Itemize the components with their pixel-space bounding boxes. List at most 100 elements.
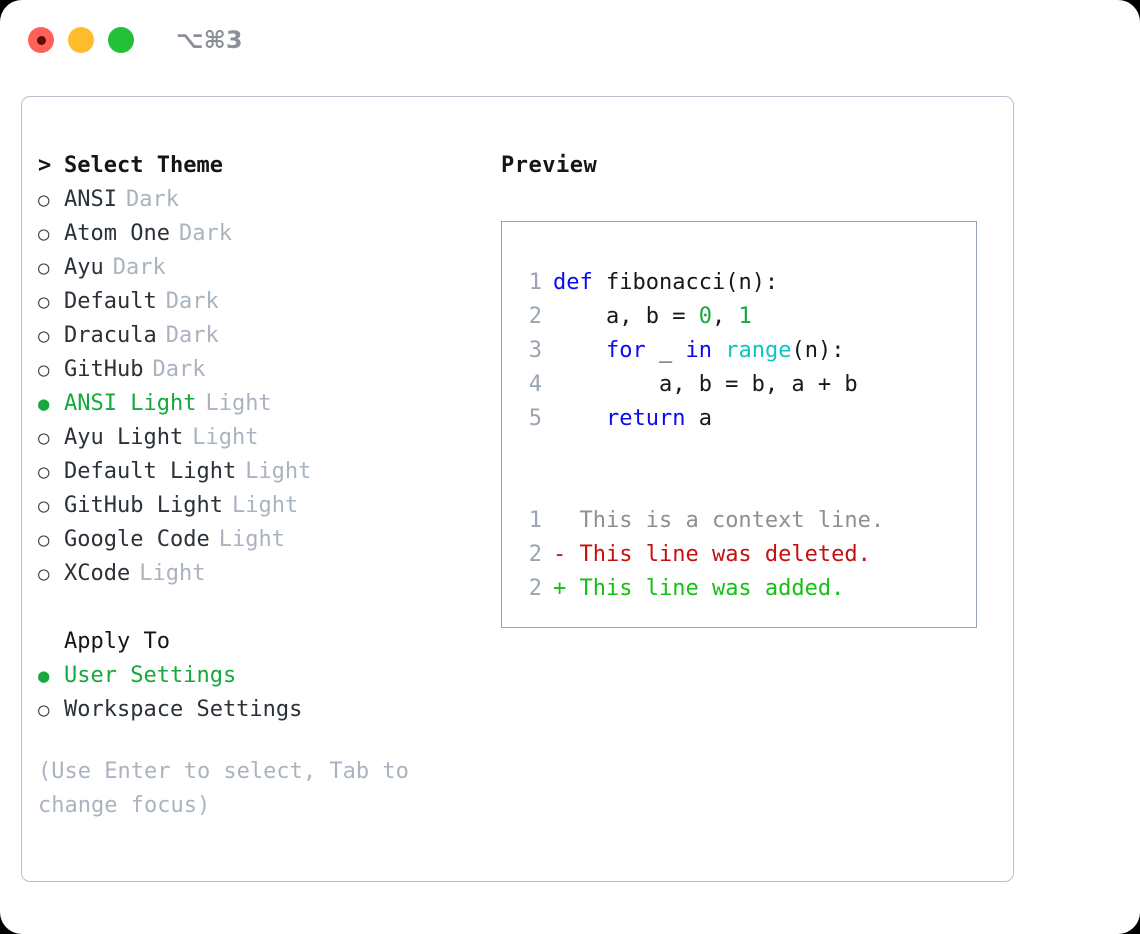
apply-to-option-workspace-settings[interactable]: ○ Workspace Settings xyxy=(38,693,478,727)
theme-picker-header: > Select Theme xyxy=(38,149,478,183)
title-bar: ⌥⌘3 xyxy=(0,0,1140,80)
diff-line-added: 2 + This line was added. xyxy=(520,572,976,606)
radio-selected-icon[interactable]: ● xyxy=(38,393,50,415)
radio-unselected-icon[interactable]: ○ xyxy=(38,699,50,721)
diff-sign: - xyxy=(553,542,567,567)
radio-unselected-icon[interactable]: ○ xyxy=(38,291,50,313)
maximize-button[interactable] xyxy=(108,27,134,53)
theme-picker-header-label: Select Theme xyxy=(64,153,223,178)
theme-option-github-light[interactable]: ○ GitHub Light Light xyxy=(38,489,478,523)
preview-title: Preview xyxy=(501,153,598,178)
token-punctuation: (n): xyxy=(791,338,845,363)
preview-box: 1 def fibonacci(n): 2 a, b = 0, 1 3 for … xyxy=(501,221,977,628)
preview-pane: Preview 1 def fibonacci(n): 2 a, b = 0, … xyxy=(501,149,991,628)
window-controls xyxy=(28,27,134,53)
theme-option-label: Dracula xyxy=(64,323,157,348)
theme-option-variant: Dark xyxy=(178,221,232,246)
theme-picker: > Select Theme ○ ANSI Dark ○ Atom One Da… xyxy=(38,149,478,823)
code-blank-line xyxy=(520,436,976,470)
radio-unselected-icon[interactable]: ○ xyxy=(38,529,50,551)
theme-option-label: Ayu Light xyxy=(64,425,184,450)
token-identifier: a, b = b, a + b xyxy=(553,372,858,397)
token-punctuation: , xyxy=(711,304,739,329)
code-text: for _ in range(n): xyxy=(553,334,844,368)
code-text: a, b = 0, 1 xyxy=(553,300,752,334)
theme-option-github-dark[interactable]: ○ GitHub Dark xyxy=(38,353,478,387)
line-number: 1 xyxy=(528,270,542,295)
token-number: 0 xyxy=(698,304,712,329)
token-keyword: def xyxy=(553,270,593,295)
code-line: 3 for _ in range(n): xyxy=(520,334,976,368)
radio-unselected-icon[interactable]: ○ xyxy=(38,223,50,245)
theme-option-variant: Dark xyxy=(125,187,179,212)
theme-option-variant: Light xyxy=(139,561,206,586)
theme-option-default-dark[interactable]: ○ Default Dark xyxy=(38,285,478,319)
theme-option-label: XCode xyxy=(64,561,131,586)
theme-option-ansi-dark[interactable]: ○ ANSI Dark xyxy=(38,183,478,217)
radio-unselected-icon[interactable]: ○ xyxy=(38,427,50,449)
theme-option-google-code-light[interactable]: ○ Google Code Light xyxy=(38,523,478,557)
radio-unselected-icon[interactable]: ○ xyxy=(38,461,50,483)
theme-option-label: ANSI xyxy=(64,187,117,212)
theme-option-dracula-dark[interactable]: ○ Dracula Dark xyxy=(38,319,478,353)
code-text: return a xyxy=(553,402,712,436)
line-number: 2 xyxy=(528,304,542,329)
radio-unselected-icon[interactable]: ○ xyxy=(38,257,50,279)
apply-to-option-label: Workspace Settings xyxy=(64,697,303,722)
token-number: 1 xyxy=(738,304,752,329)
theme-option-label: Ayu xyxy=(64,255,104,280)
radio-unselected-icon[interactable]: ○ xyxy=(38,563,50,585)
theme-option-xcode-light[interactable]: ○ XCode Light xyxy=(38,557,478,591)
token-function: range xyxy=(725,338,792,363)
theme-option-variant: Light xyxy=(218,527,285,552)
theme-option-variant: Light xyxy=(192,425,259,450)
theme-option-label: Default xyxy=(64,289,157,314)
theme-option-ayu-light[interactable]: ○ Ayu Light Light xyxy=(38,421,478,455)
line-number: 3 xyxy=(528,338,542,363)
keyboard-hint: (Use Enter to select, Tab to change focu… xyxy=(38,759,409,818)
radio-unselected-icon[interactable]: ○ xyxy=(38,325,50,347)
apply-to-option-user-settings[interactable]: ● User Settings xyxy=(38,659,478,693)
theme-option-variant: Light xyxy=(205,391,272,416)
theme-option-label: ANSI Light xyxy=(64,391,197,416)
radio-selected-icon[interactable]: ● xyxy=(38,665,50,687)
close-button[interactable] xyxy=(28,27,54,53)
token-indent xyxy=(553,338,606,363)
minimize-button[interactable] xyxy=(68,27,94,53)
token-indent xyxy=(553,406,606,431)
theme-option-variant: Light xyxy=(231,493,299,518)
theme-option-label: Google Code xyxy=(64,527,210,552)
theme-option-variant: Dark xyxy=(165,323,219,348)
content-panel: > Select Theme ○ ANSI Dark ○ Atom One Da… xyxy=(21,96,1014,882)
code-line: 2 a, b = 0, 1 xyxy=(520,300,976,334)
theme-option-ayu-dark[interactable]: ○ Ayu Dark xyxy=(38,251,478,285)
theme-option-label: Default Light xyxy=(64,459,237,484)
code-text: def fibonacci(n): xyxy=(553,266,778,300)
theme-option-label: GitHub Light xyxy=(64,493,223,518)
apply-to-option-label: User Settings xyxy=(64,663,237,688)
code-line: 4 a, b = b, a + b xyxy=(520,368,976,402)
line-number: 5 xyxy=(528,406,542,431)
theme-option-atom-one-dark[interactable]: ○ Atom One Dark xyxy=(38,217,478,251)
token-keyword: in xyxy=(685,338,712,363)
token-identifier: a xyxy=(685,406,712,431)
radio-unselected-icon[interactable]: ○ xyxy=(38,189,50,211)
list-spacer xyxy=(38,591,478,625)
radio-unselected-icon[interactable]: ○ xyxy=(38,495,50,517)
code-text: a, b = b, a + b xyxy=(553,368,858,402)
theme-option-ansi-light[interactable]: ● ANSI Light Light xyxy=(38,387,478,421)
theme-option-default-light[interactable]: ○ Default Light Light xyxy=(38,455,478,489)
diff-sign xyxy=(553,504,566,538)
theme-option-label: GitHub xyxy=(64,357,144,382)
diff-text: This line was deleted. xyxy=(566,542,871,567)
theme-option-label: Atom One xyxy=(64,221,170,246)
theme-option-variant: Dark xyxy=(165,289,219,314)
radio-unselected-icon[interactable]: ○ xyxy=(38,359,50,381)
line-number: 2 xyxy=(528,542,542,567)
theme-option-variant: Dark xyxy=(152,357,206,382)
token-keyword: for xyxy=(605,338,646,363)
code-blank-line xyxy=(520,470,976,504)
diff-line-deleted: 2 - This line was deleted. xyxy=(520,538,976,572)
diff-text: This line was added. xyxy=(566,576,845,601)
